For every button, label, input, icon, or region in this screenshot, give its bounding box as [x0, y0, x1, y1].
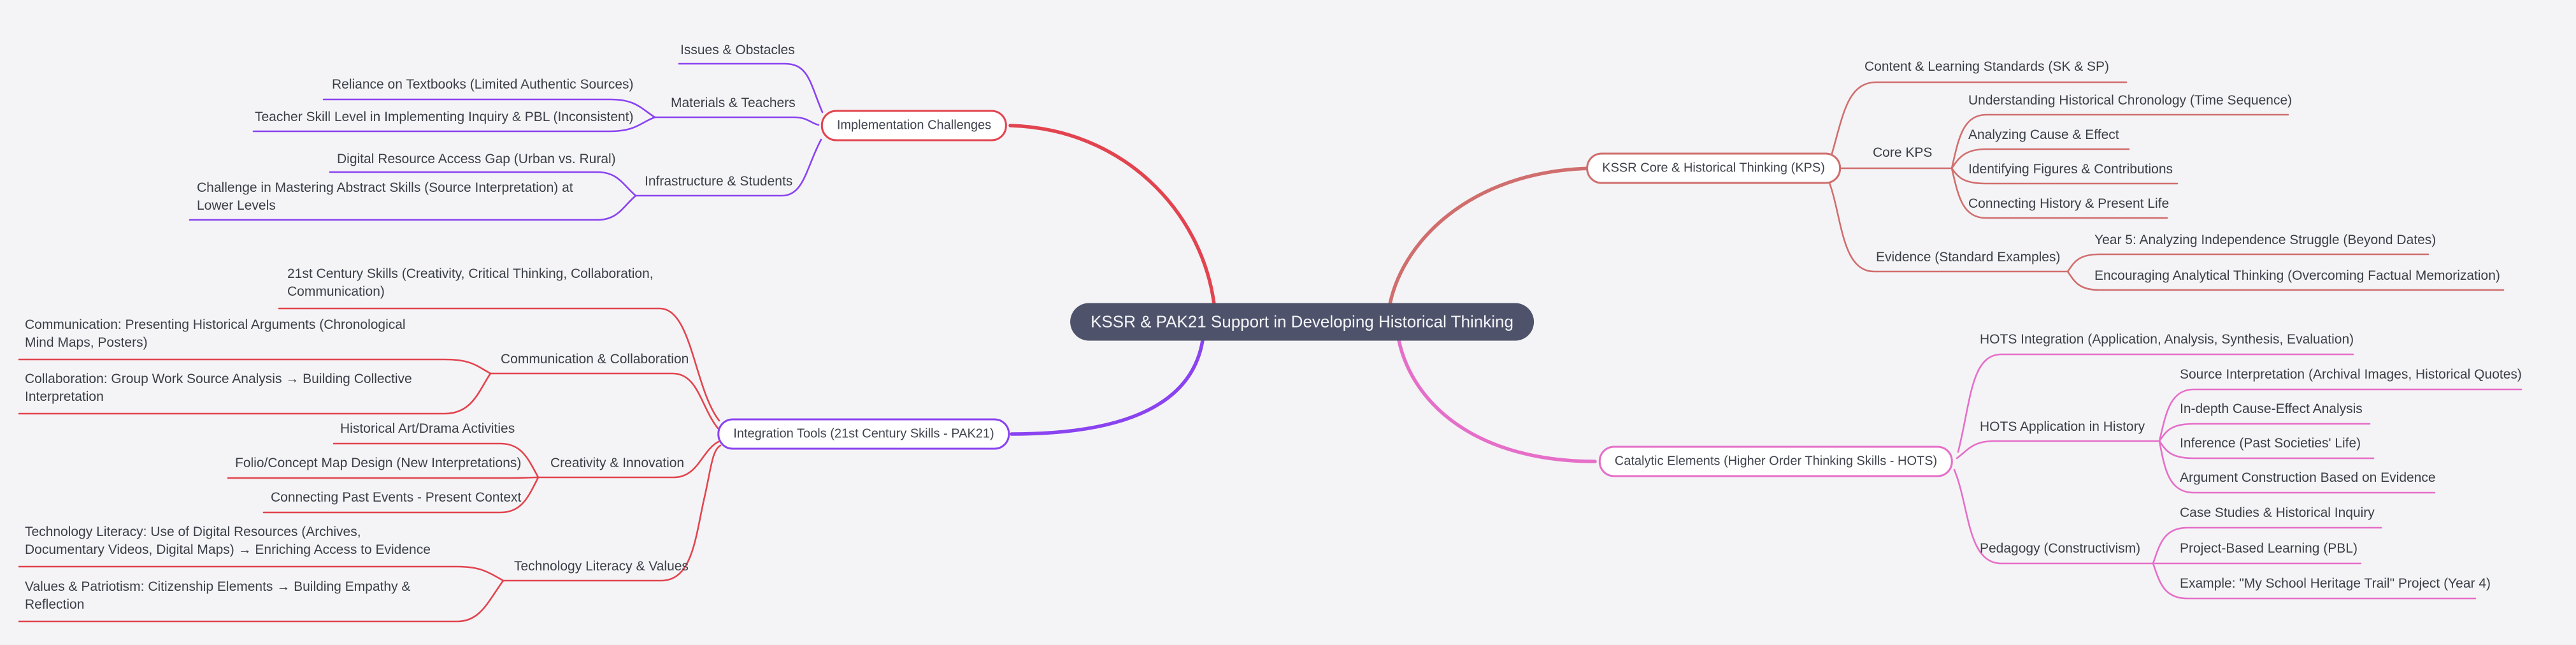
link-reliance	[322, 98, 656, 119]
link-comm-collab	[489, 372, 719, 430]
topic-content-standards[interactable]: Content & Learning Standards (SK & SP)	[1864, 59, 2110, 74]
label-line: Reflection	[25, 597, 85, 612]
topic-hots-integration[interactable]: HOTS Integration (Application, Analysis,…	[1980, 332, 2354, 347]
link-past-present	[262, 476, 540, 514]
link-c21-skills	[278, 307, 720, 422]
label-line: Lower Levels	[197, 198, 276, 213]
link-hots-integration	[1957, 353, 2354, 453]
topic-evidence-examples[interactable]: Evidence (Standard Examples)	[1876, 250, 2061, 265]
label-line: Interpretation	[25, 389, 104, 404]
link-art-drama	[333, 442, 540, 479]
link-analytical	[2066, 270, 2505, 291]
topic-past-present-context[interactable]: Connecting Past Events - Present Context	[271, 490, 522, 505]
label-line: Mind Maps, Posters)	[25, 335, 148, 350]
topic-pedagogy[interactable]: Pedagogy (Constructivism)	[1980, 541, 2141, 556]
topic-technology-literacy[interactable]: Technology Literacy: Use of Digital Reso…	[25, 523, 431, 559]
link-abstract-skills	[189, 194, 637, 221]
link-digital-gap	[329, 171, 637, 197]
topic-folio-concept-map[interactable]: Folio/Concept Map Design (New Interpreta…	[235, 456, 522, 470]
topic-source-interpretation[interactable]: Source Interpretation (Archival Images, …	[2180, 367, 2522, 382]
link-center-kssr	[1388, 166, 1599, 306]
topic-cause-effect[interactable]: Analyzing Cause & Effect	[1968, 127, 2119, 142]
link-cause-effect	[1950, 148, 2130, 170]
label-line: Technology Literacy: Use of Digital Reso…	[25, 525, 361, 539]
link-figures	[1950, 167, 2179, 185]
node-kssr-core[interactable]: KSSR Core & Historical Thinking (KPS)	[1586, 152, 1841, 184]
topic-abstract-skills-challenge[interactable]: Challenge in Mastering Abstract Skills (…	[197, 179, 573, 215]
topic-tech-literacy-values[interactable]: Technology Literacy & Values	[514, 559, 689, 574]
link-case-studies	[2152, 526, 2382, 565]
link-infrastructure	[634, 138, 822, 197]
link-hots-application	[1956, 440, 2161, 460]
label-line: Communication: Presenting Historical Arg…	[25, 317, 406, 332]
link-source-interpretation	[2158, 388, 2522, 442]
link-pedagogy	[1953, 468, 2154, 565]
label-line: Collaboration: Group Work Source Analysi…	[25, 372, 412, 386]
link-center-implementation	[1008, 124, 1216, 306]
topic-collaboration-groupwork[interactable]: Collaboration: Group Work Source Analysi…	[25, 370, 412, 406]
link-example	[2152, 562, 2477, 600]
topic-present-life[interactable]: Connecting History & Present Life	[1968, 196, 2170, 211]
topic-creativity-innovation[interactable]: Creativity & Innovation	[550, 456, 685, 470]
topic-reliance-textbooks[interactable]: Reliance on Textbooks (Limited Authentic…	[332, 77, 634, 92]
link-issues	[678, 62, 824, 113]
link-folio	[227, 476, 540, 479]
link-evidence	[1826, 175, 2069, 273]
topic-pbl[interactable]: Project-Based Learning (PBL)	[2180, 541, 2358, 556]
link-content-standards	[1829, 81, 2128, 161]
link-argument	[2158, 440, 2436, 494]
link-inference	[2158, 440, 2375, 460]
link-communication	[18, 358, 492, 375]
topic-materials-teachers[interactable]: Materials & Teachers	[671, 96, 796, 110]
link-collaboration	[18, 372, 492, 415]
topic-communication-presenting[interactable]: Communication: Presenting Historical Arg…	[25, 316, 406, 352]
topic-argument-construction[interactable]: Argument Construction Based on Evidence	[2180, 470, 2436, 485]
link-center-integration	[1010, 338, 1205, 436]
topic-case-studies[interactable]: Case Studies & Historical Inquiry	[2180, 505, 2375, 520]
topic-chronology[interactable]: Understanding Historical Chronology (Tim…	[1968, 93, 2293, 108]
link-tech-literacy	[18, 565, 504, 582]
label-line: Communication)	[287, 284, 385, 299]
node-catalytic-elements[interactable]: Catalytic Elements (Higher Order Thinkin…	[1598, 446, 1954, 477]
link-teacher-skill	[252, 116, 656, 133]
topic-infrastructure-students[interactable]: Infrastructure & Students	[645, 174, 793, 189]
topic-digital-gap[interactable]: Digital Resource Access Gap (Urban vs. R…	[337, 152, 616, 166]
topic-art-drama[interactable]: Historical Art/Drama Activities	[340, 421, 515, 436]
label-line: Values & Patriotism: Citizenship Element…	[25, 579, 411, 594]
topic-analytical-thinking[interactable]: Encouraging Analytical Thinking (Overcom…	[2094, 268, 2500, 283]
label-line: Documentary Videos, Digital Maps) → Enri…	[25, 542, 431, 557]
central-topic[interactable]: KSSR & PAK21 Support in Developing Histo…	[1070, 303, 1534, 341]
topic-values-patriotism[interactable]: Values & Patriotism: Citizenship Element…	[25, 578, 410, 614]
topic-issues-obstacles[interactable]: Issues & Obstacles	[680, 43, 795, 57]
topic-year5-independence[interactable]: Year 5: Analyzing Independence Struggle …	[2094, 233, 2436, 247]
topic-c21-skills[interactable]: 21st Century Skills (Creativity, Critica…	[287, 265, 654, 301]
label-line: Challenge in Mastering Abstract Skills (…	[197, 180, 573, 195]
link-tech-values	[502, 444, 722, 582]
label-line: 21st Century Skills (Creativity, Critica…	[287, 266, 654, 281]
link-cause-effect-analysis	[2158, 423, 2371, 442]
topic-figures-contributions[interactable]: Identifying Figures & Contributions	[1968, 162, 2173, 177]
link-present-life	[1950, 167, 2168, 219]
topic-heritage-trail-example[interactable]: Example: "My School Heritage Trail" Proj…	[2180, 576, 2491, 591]
link-chronology	[1950, 113, 2289, 170]
topic-communication-collaboration[interactable]: Communication & Collaboration	[501, 352, 689, 366]
link-center-catalytic	[1397, 338, 1597, 463]
topic-inference[interactable]: Inference (Past Societies' Life)	[2180, 436, 2361, 451]
link-creativity	[537, 440, 720, 479]
link-materials	[654, 116, 820, 126]
link-year5	[2066, 253, 2429, 273]
node-integration-tools[interactable]: Integration Tools (21st Century Skills -…	[717, 418, 1010, 450]
topic-core-kps[interactable]: Core KPS	[1873, 145, 1933, 160]
topic-cause-effect-analysis[interactable]: In-depth Cause-Effect Analysis	[2180, 402, 2363, 416]
node-implementation-challenges[interactable]: Implementation Challenges	[820, 110, 1008, 141]
link-values-patriotism	[18, 579, 504, 623]
topic-hots-application[interactable]: HOTS Application in History	[1980, 419, 2145, 434]
topic-teacher-skill[interactable]: Teacher Skill Level in Implementing Inqu…	[255, 110, 634, 124]
